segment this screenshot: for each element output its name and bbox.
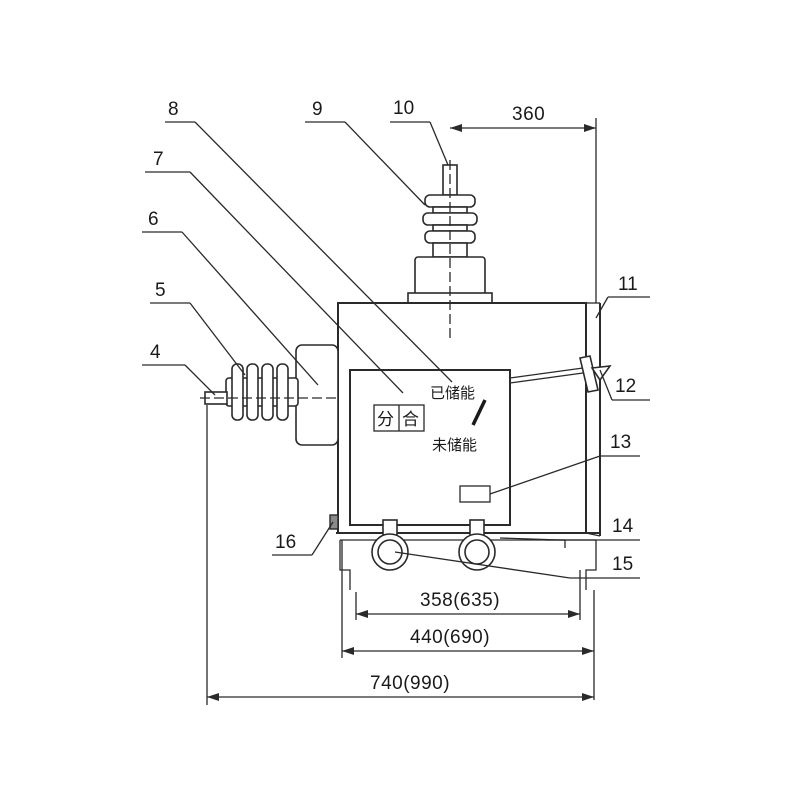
uncharged-label: 未储能 — [432, 436, 477, 454]
spring-indicator — [471, 399, 487, 426]
callouts: 4 5 6 7 8 9 10 11 12 13 — [142, 98, 650, 579]
callout-10: 10 — [393, 98, 414, 119]
dim-body-width: 440(690) — [410, 627, 490, 648]
dim-wheel-span: 358(635) — [420, 590, 500, 611]
callout-16: 16 — [275, 532, 296, 553]
callout-8: 8 — [168, 99, 179, 120]
callout-11: 11 — [618, 274, 638, 295]
dimension-overall-width: 740(990) — [206, 405, 594, 705]
callout-15: 15 — [612, 554, 633, 575]
callout-9: 9 — [312, 99, 323, 120]
close-label: 合 — [402, 410, 419, 430]
dimension-body-width: 440(690) — [341, 540, 595, 700]
grounding-terminal — [329, 514, 339, 530]
main-housing — [336, 302, 601, 541]
dimension-wheel-span: 358(635) — [355, 570, 581, 620]
counter-window — [459, 485, 491, 503]
callout-14: 14 — [612, 516, 634, 537]
callout-4: 4 — [150, 342, 161, 363]
dim-top-offset: 360 — [512, 104, 545, 125]
top-bushing — [407, 160, 493, 340]
callout-6: 6 — [148, 209, 159, 230]
wheels — [371, 519, 496, 571]
callout-13: 13 — [610, 432, 631, 453]
callout-5: 5 — [155, 280, 166, 301]
callout-12: 12 — [615, 376, 636, 397]
dim-overall-width: 740(990) — [370, 673, 450, 694]
dimension-top: 360 — [450, 104, 597, 303]
charged-label: 已储能 — [430, 384, 475, 402]
callout-7: 7 — [153, 149, 164, 170]
front-panel: 分 合 已储能 未储能 — [349, 369, 511, 526]
side-bushing — [200, 344, 340, 446]
open-label: 分 — [377, 410, 394, 430]
operating-handle — [509, 355, 612, 393]
